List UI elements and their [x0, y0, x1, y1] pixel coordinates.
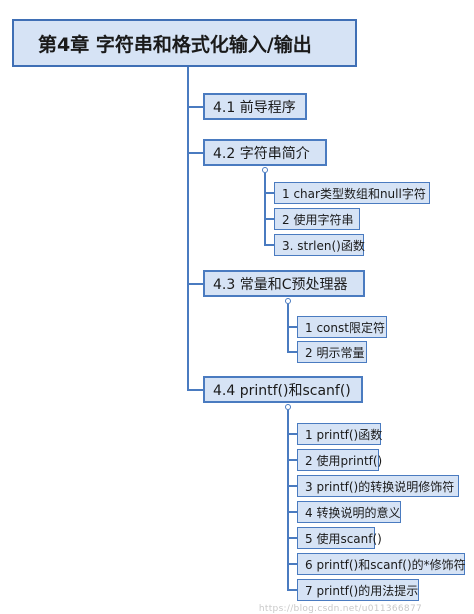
- topic-4-4-item-1[interactable]: 1 printf()函数: [297, 423, 382, 445]
- sub-trunk-4-3: [287, 304, 289, 352]
- topic-4-2-item-1[interactable]: 1 char类型数组和null字符: [274, 182, 430, 204]
- sub-branch-4-4-5: [287, 537, 297, 539]
- section-4-1[interactable]: 4.1 前导程序: [203, 93, 307, 120]
- sub-trunk-4-4: [287, 410, 289, 591]
- topic-4-4-item-7[interactable]: 7 printf()的用法提示: [297, 579, 419, 601]
- root-topic[interactable]: 第4章 字符串和格式化输入/输出: [12, 19, 357, 67]
- sub-branch-4-2-3: [264, 244, 274, 246]
- collapse-dot-4-4[interactable]: [285, 404, 291, 410]
- collapse-dot-4-3[interactable]: [285, 298, 291, 304]
- topic-4-4-item-4[interactable]: 4 转换说明的意义: [297, 501, 401, 523]
- branch-line-4-2: [187, 152, 203, 154]
- topic-4-4-item-6[interactable]: 6 printf()和scanf()的*修饰符: [297, 553, 466, 575]
- sub-branch-4-4-2: [287, 459, 297, 461]
- sub-branch-4-4-6: [287, 563, 297, 565]
- topic-4-3-item-2[interactable]: 2 明示常量: [297, 341, 367, 363]
- sub-branch-4-3-2: [287, 351, 297, 353]
- topic-4-4-item-2[interactable]: 2 使用printf(): [297, 449, 382, 471]
- topic-4-4-item-3[interactable]: 3 printf()的转换说明修饰符: [297, 475, 459, 497]
- sub-branch-4-4-1: [287, 433, 297, 435]
- sub-branch-4-4-3: [287, 485, 297, 487]
- sub-trunk-4-2: [264, 173, 266, 245]
- sub-branch-4-2-2: [264, 218, 274, 220]
- topic-4-2-item-2[interactable]: 2 使用字符串: [274, 208, 360, 230]
- topic-4-4-item-5[interactable]: 5 使用scanf(): [297, 527, 382, 549]
- sub-branch-4-3-1: [287, 326, 297, 328]
- section-4-4[interactable]: 4.4 printf()和scanf(): [203, 376, 363, 403]
- watermark: https://blog.csdn.net/u011366877: [258, 604, 422, 614]
- branch-line-4-3: [187, 283, 203, 285]
- section-4-2[interactable]: 4.2 字符串简介: [203, 139, 327, 166]
- branch-line-4-4: [187, 389, 203, 391]
- sub-branch-4-4-4: [287, 511, 297, 513]
- collapse-dot-4-2[interactable]: [262, 167, 268, 173]
- trunk-line: [187, 67, 189, 390]
- topic-4-2-item-3[interactable]: 3. strlen()函数: [274, 234, 365, 256]
- topic-4-3-item-1[interactable]: 1 const限定符: [297, 316, 387, 338]
- branch-line-4-1: [187, 106, 203, 108]
- sub-branch-4-4-7: [287, 589, 297, 591]
- sub-branch-4-2-1: [264, 192, 274, 194]
- section-4-3[interactable]: 4.3 常量和C预处理器: [203, 270, 365, 297]
